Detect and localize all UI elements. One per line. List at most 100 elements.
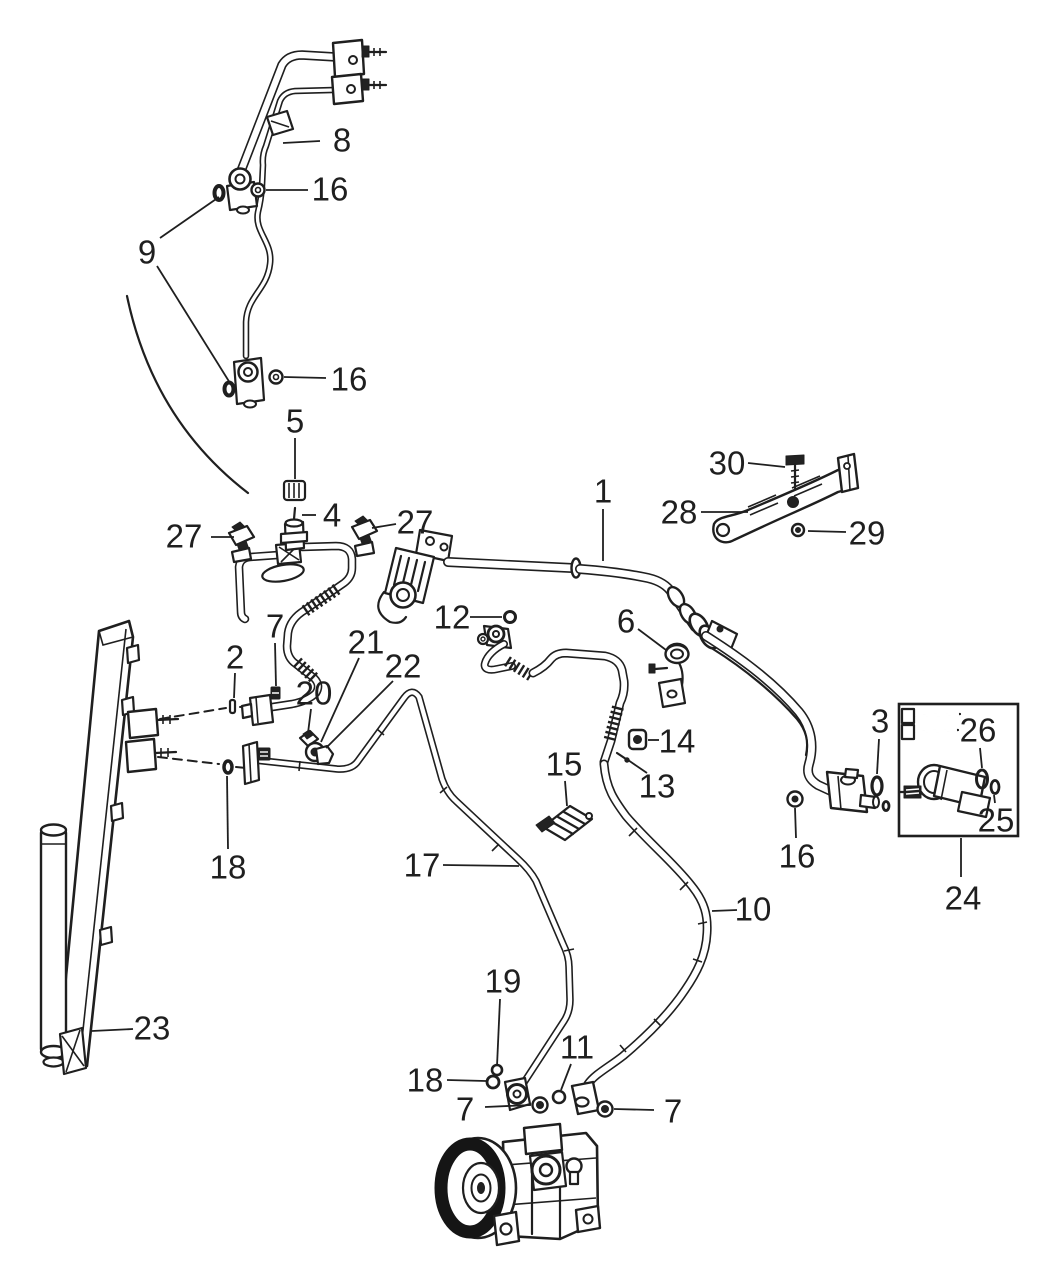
callout-leader — [613, 1108, 655, 1111]
callout-leader — [560, 1063, 572, 1091]
callout-number: 4 — [323, 497, 341, 534]
callout-leader — [564, 780, 568, 807]
callout-number: 2 — [226, 639, 244, 676]
callout-leader — [979, 747, 983, 769]
callout-11: 11 — [560, 1029, 594, 1091]
callout-18: 18 — [407, 1062, 487, 1099]
callout-19: 19 — [485, 963, 521, 1067]
service-port-fitting-4 — [279, 518, 309, 552]
callout-18: 18 — [210, 775, 246, 886]
callout-leader — [282, 140, 321, 144]
callout-5: 5 — [286, 403, 304, 479]
reference-arc — [125, 294, 250, 495]
assembly-dash-upper — [159, 707, 227, 720]
callout-leader — [747, 462, 786, 468]
callout-leader — [233, 672, 236, 699]
callout-leader — [307, 708, 312, 734]
callout-number: 29 — [849, 515, 886, 552]
callout-number: 7 — [266, 608, 284, 645]
kit-bolt — [900, 707, 962, 725]
kit-bolt — [900, 723, 960, 741]
pipe-clamp — [265, 109, 295, 137]
o-ring-12 — [503, 610, 517, 624]
callout-number: 20 — [296, 675, 333, 712]
callout-15: 15 — [546, 746, 582, 807]
callout-4: 4 — [302, 497, 341, 534]
callout-8: 8 — [282, 122, 351, 159]
callout-number: 23 — [134, 1010, 171, 1047]
callout-number: 30 — [709, 445, 746, 482]
callout-number: 12 — [434, 599, 471, 636]
callout-leader — [446, 1079, 487, 1082]
callout-leader — [484, 1104, 532, 1108]
service-valve-cluster-20-21-22 — [298, 729, 335, 766]
callout-number: 13 — [639, 768, 676, 805]
condenser-slab — [57, 619, 135, 1068]
callout-30: 30 — [709, 445, 786, 482]
callout-14: 14 — [648, 723, 695, 760]
nut-16c — [786, 790, 804, 808]
pressure-transducer-15 — [535, 804, 594, 842]
callout-leader — [876, 738, 880, 775]
compressor-pulley — [434, 1136, 518, 1240]
bottom-fitting — [232, 356, 266, 409]
callout-number: 14 — [659, 723, 696, 760]
callout-number: 10 — [735, 891, 772, 928]
grommet-bracket-6 — [648, 642, 690, 709]
callout-leader — [320, 657, 360, 743]
callout-28: 28 — [661, 494, 748, 531]
callout-number: 8 — [333, 122, 351, 159]
callout-leader — [156, 265, 231, 384]
callout-leader — [371, 523, 397, 529]
callout-number: 5 — [286, 403, 304, 440]
top-manifold — [522, 1122, 564, 1156]
callout-13: 13 — [627, 759, 676, 805]
o-ring-26 — [975, 768, 989, 790]
callout-25: 25 — [978, 794, 1015, 839]
o-ring-9b — [222, 380, 236, 398]
o-ring-18b — [485, 1074, 501, 1090]
callout-number: 25 — [978, 802, 1015, 839]
condenser-port-plate — [241, 740, 271, 786]
callout-number: 16 — [312, 171, 349, 208]
callout-number: 22 — [385, 648, 422, 685]
callout-number: 26 — [960, 712, 997, 749]
tube — [250, 688, 574, 1091]
callout-21: 21 — [320, 624, 384, 743]
callout-number: 6 — [617, 603, 635, 640]
callout-number: 16 — [779, 838, 816, 875]
line-assembly-1 — [377, 528, 891, 814]
callout-number: 3 — [871, 703, 889, 740]
callout-29: 29 — [807, 515, 886, 552]
condenser-fitting-block — [124, 707, 180, 774]
callout-leader — [226, 775, 229, 850]
bracket-end-tab — [836, 452, 860, 494]
bolt-30 — [785, 454, 805, 490]
o-ring-small — [881, 800, 891, 812]
callout-10: 10 — [711, 891, 772, 928]
o-ring-25 — [989, 779, 1001, 795]
callout-leader — [711, 909, 738, 912]
nut-7b — [531, 1096, 549, 1114]
service-cap-5 — [282, 479, 307, 502]
callout-3: 3 — [871, 703, 889, 775]
compressor — [434, 1089, 614, 1247]
callout-number: 28 — [661, 494, 698, 531]
callout-number: 27 — [397, 504, 434, 541]
mid-fitting — [225, 167, 259, 215]
callout-number: 11 — [560, 1029, 594, 1066]
mount-tab — [125, 643, 141, 665]
support-bracket-28 — [712, 452, 860, 544]
callout-22: 22 — [325, 648, 422, 749]
callout-number: 1 — [594, 473, 612, 510]
callout-16: 16 — [283, 361, 368, 398]
callout-27: 27 — [371, 504, 434, 541]
stud-13 — [615, 751, 630, 763]
callout-16: 16 — [266, 171, 348, 208]
callout-leader — [159, 196, 220, 239]
callout-27: 27 — [166, 518, 234, 555]
mount-ear — [492, 1210, 521, 1247]
callout-number: 16 — [331, 361, 368, 398]
callout-leader — [637, 628, 667, 651]
